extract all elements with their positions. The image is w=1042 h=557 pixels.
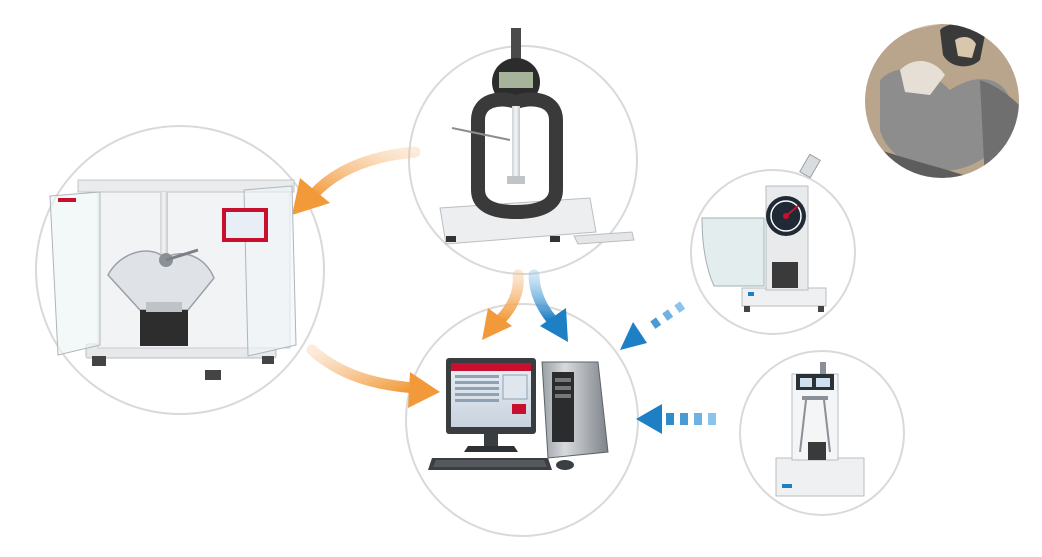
arrow-compact-to-workstation [620, 301, 685, 350]
arrow-drop-to-workstation [636, 404, 716, 434]
arrow-gauge-to-pendulum [292, 152, 415, 215]
pendulum-impact-tester-icon [50, 180, 296, 380]
operator-photo-icon [862, 20, 1024, 182]
